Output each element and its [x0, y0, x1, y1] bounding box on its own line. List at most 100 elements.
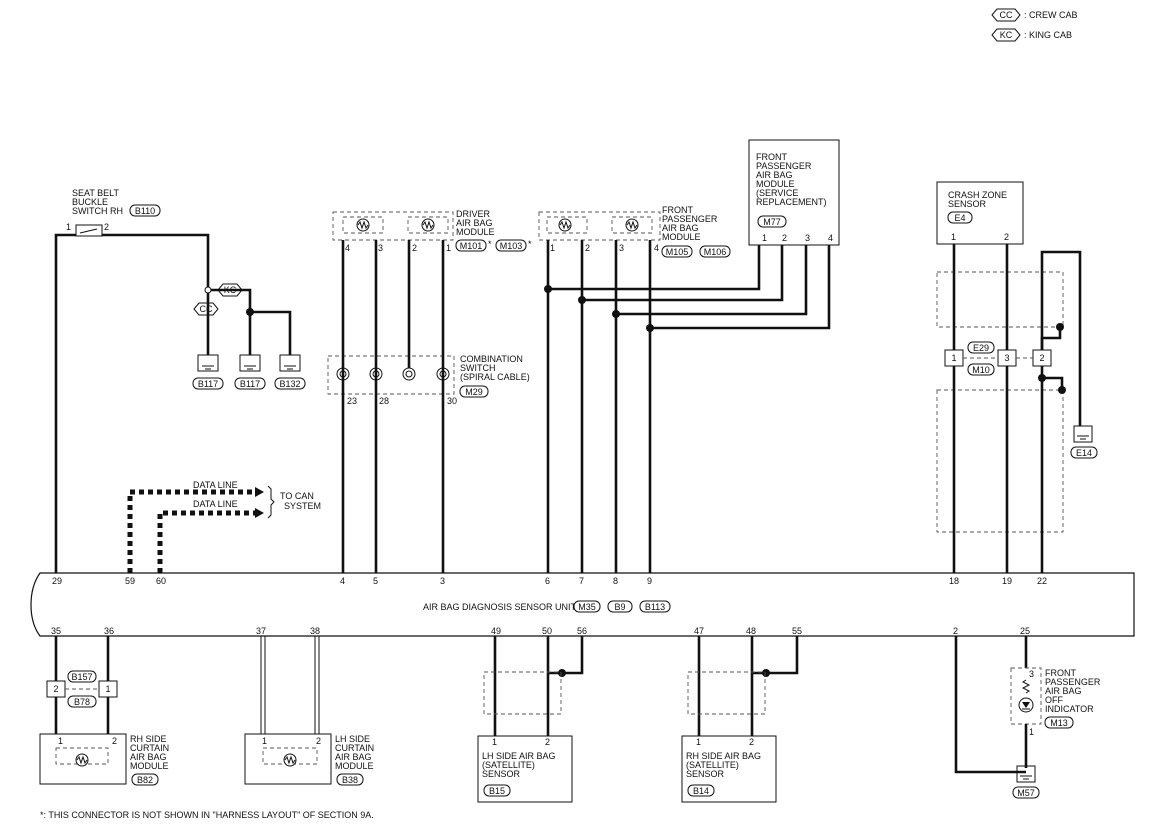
indicator-name-1: FRONT [1045, 668, 1076, 678]
spiral-name-1: COMBINATION [460, 354, 523, 364]
cc-route-badge: CC [193, 302, 219, 316]
spiral-connector: M29 [465, 387, 483, 397]
passenger-pin-2: 2 [585, 243, 590, 253]
rh-curtain-name-2: CURTAIN [130, 743, 169, 753]
data-line-label-1: DATA LINE [193, 480, 238, 490]
driver-pin-1: 1 [446, 243, 451, 253]
lh-curtain-name-3: AIR BAG [335, 752, 372, 762]
footnote: *: THIS CONNECTOR IS NOT SHOWN IN "HARNE… [40, 810, 374, 820]
ground-b117-b-label: B117 [240, 379, 260, 389]
rh-sat-name-3: SENSOR [686, 769, 725, 779]
driver-connector-1: M101 [460, 241, 483, 251]
service-pin-1: 1 [762, 233, 767, 243]
unit-bottom-pin-38: 38 [310, 626, 320, 636]
ground-m57: M57 [1012, 765, 1040, 799]
service-name-4: MODULE [756, 179, 795, 189]
lh-curtain-pin-1: 1 [262, 736, 267, 746]
rh-joint-connector-2: B78 [74, 697, 90, 707]
combination-switch: COMBINATION SWITCH (SPIRAL CABLE) M29 23… [327, 354, 530, 406]
unit-connector-1: M35 [578, 602, 596, 612]
service-name-3: AIR BAG [756, 170, 793, 180]
indicator-name-3: AIR BAG [1045, 686, 1082, 696]
rh-sat-name-1: RH SIDE AIR BAG [686, 751, 761, 761]
lh-satellite-sensor: 1 2 LH SIDE AIR BAG (SATELLITE) SENSOR B… [477, 735, 573, 803]
unit-top-pin-7: 7 [579, 576, 584, 586]
spiral-pin-28: 28 [379, 396, 389, 406]
ground-m57-label: M57 [1017, 788, 1035, 798]
unit-top-pin-18: 18 [949, 576, 959, 586]
unit-top-pin-9: 9 [647, 576, 652, 586]
joint-connector-2: M10 [972, 365, 990, 375]
crash-sensor-pin-1: 1 [951, 232, 956, 242]
passenger-air-bag-module: FRONT PASSENGER AIR BAG MODULE M105 M106… [538, 205, 731, 258]
legend-kc-code: KC [1000, 30, 1013, 40]
ground-b132: B132 [274, 354, 306, 390]
driver-module-name-3: MODULE [456, 227, 495, 237]
driver-module-name-2: AIR BAG [456, 218, 493, 228]
rh-sat-shield [687, 671, 766, 715]
unit-label: AIR BAG DIAGNOSIS SENSOR UNIT [423, 602, 577, 612]
rh-curtain-name-3: AIR BAG [130, 752, 167, 762]
indicator-name-2: PASSENGER [1045, 677, 1101, 687]
rh-joint-connector-1: B157 [71, 672, 92, 682]
seat-belt-pin-1: 1 [66, 222, 71, 232]
seat-belt-name-line-3: SWITCH RH [72, 206, 123, 216]
lh-sat-pin-2: 2 [545, 737, 550, 747]
driver-pin-3: 3 [378, 243, 383, 253]
rh-curtain-name-1: RH SIDE [130, 734, 167, 744]
rh-curtain-connector: B82 [137, 775, 153, 785]
rh-curtain-name-4: MODULE [130, 761, 169, 771]
unit-top-pin-19: 19 [1002, 576, 1012, 586]
service-connector: M77 [763, 217, 781, 227]
unit-top-pin-5: 5 [373, 576, 378, 586]
crash-sensor-name-1: CRASH ZONE [948, 190, 1007, 200]
lh-curtain-pin-2: 2 [316, 736, 321, 746]
lh-sat-name-2: (SATELLITE) [482, 760, 535, 770]
rh-curtain-air-bag-module: 1 2 RH SIDE CURTAIN AIR BAG MODULE B82 [39, 733, 169, 786]
lh-curtain-name-1: LH SIDE [335, 734, 370, 744]
shield-area-lower [936, 389, 1064, 533]
passenger-pin-1: 1 [550, 243, 555, 253]
rh-curtain-joint-connector: 2 1 B157 B78 [46, 670, 118, 708]
unit-bottom-pin-35: 35 [51, 626, 61, 636]
unit-bottom-pin-55: 55 [792, 626, 802, 636]
driver-star-2: * [528, 239, 532, 249]
unit-top-pin-60: 60 [156, 576, 166, 586]
passenger-module-name-4: MODULE [662, 232, 701, 242]
passenger-connector-1: M105 [666, 247, 689, 257]
spiral-pin-23: 23 [347, 396, 357, 406]
indicator-connector: M13 [1050, 718, 1068, 728]
passenger-module-name-3: AIR BAG [662, 223, 699, 233]
crash-sensor-connector: E4 [954, 213, 965, 223]
lh-sat-shield [483, 671, 562, 715]
air-bag-diagnosis-sensor-unit: AIR BAG DIAGNOSIS SENSOR UNIT M35 B9 B11… [30, 572, 1135, 637]
passenger-pin-3: 3 [619, 243, 624, 253]
unit-connector-2: B9 [614, 602, 625, 612]
air-bag-off-indicator: 3 1 FRONT PASSENGER AIR BAG OFF INDICATO… [1010, 667, 1101, 737]
rh-joint-pin-1: 1 [105, 684, 110, 694]
joint-pin-3: 3 [1004, 353, 1009, 363]
seat-belt-pin-2: 2 [104, 222, 109, 232]
indicator-pin-1: 1 [1029, 727, 1034, 737]
seat-belt-name-line-2: BUCKLE [72, 197, 108, 207]
seat-belt-buckle-switch: SEAT BELT BUCKLE SWITCH RH B110 1 2 KC C… [66, 188, 243, 316]
seat-belt-connector: B110 [135, 206, 155, 216]
can-system-label-2: SYSTEM [284, 501, 321, 511]
unit-top-pin-4: 4 [340, 576, 345, 586]
ground-b117-a-label: B117 [198, 379, 218, 389]
unit-top-pin-29: 29 [52, 576, 62, 586]
crash-sensor-pin-2: 2 [1004, 232, 1009, 242]
service-replacement-module: FRONT PASSENGER AIR BAG MODULE (SERVICE … [748, 139, 840, 246]
driver-module-name-1: DRIVER [456, 209, 491, 219]
driver-pin-4: 4 [345, 243, 350, 253]
unit-bottom-pin-50: 50 [542, 626, 552, 636]
rh-sat-connector: B14 [693, 786, 709, 796]
seat-belt-name-line-1: SEAT BELT [72, 188, 120, 198]
joint-connector: 1 3 2 E29 M10 [944, 341, 1052, 376]
driver-pin-2: 2 [412, 243, 417, 253]
unit-connector-3: B113 [645, 602, 665, 612]
spiral-name-2: SWITCH [460, 363, 496, 373]
legend-kc-text: : KING CAB [1024, 30, 1072, 40]
driver-connector-2: M103 [500, 241, 523, 251]
